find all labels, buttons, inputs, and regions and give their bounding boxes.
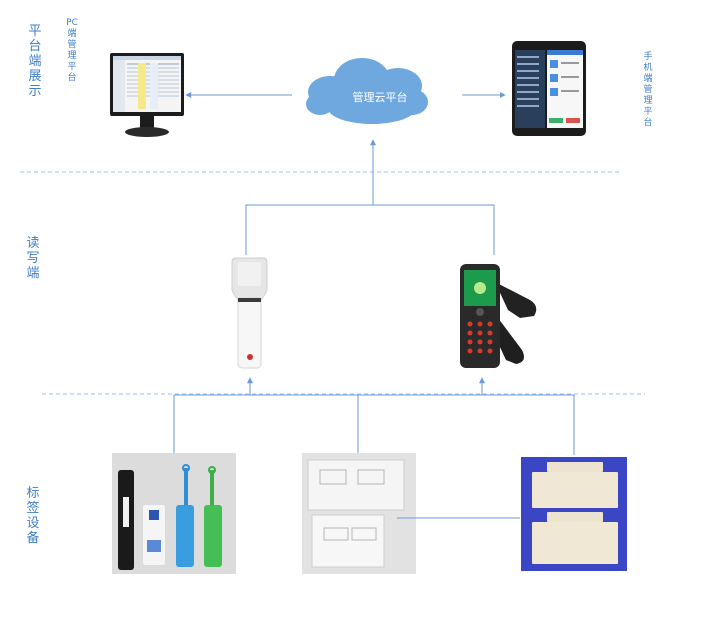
handheld-reader-connector bbox=[245, 204, 495, 255]
section-label-reader: 读写端 bbox=[26, 236, 40, 281]
pc-monitor-icon bbox=[110, 53, 184, 137]
tag-bus-connector bbox=[173, 394, 575, 455]
pda-reader-icon bbox=[460, 264, 537, 368]
cloud-icon bbox=[306, 58, 428, 124]
label-tags-photo bbox=[302, 453, 416, 574]
seal-tags-photo bbox=[112, 453, 236, 574]
anti-metal-tags-photo bbox=[521, 457, 627, 571]
section-label-platform: 平台端展示 bbox=[28, 24, 42, 99]
pc-platform-label: PC端管理平台 bbox=[66, 18, 78, 83]
mobile-platform-label: 手机端管理平台 bbox=[643, 52, 653, 128]
handheld-reader-icon bbox=[231, 257, 268, 369]
cloud-platform-label: 管理云平台 bbox=[352, 91, 408, 104]
mobile-phone-icon bbox=[512, 41, 586, 136]
section-label-tags: 标签设备 bbox=[26, 486, 40, 546]
